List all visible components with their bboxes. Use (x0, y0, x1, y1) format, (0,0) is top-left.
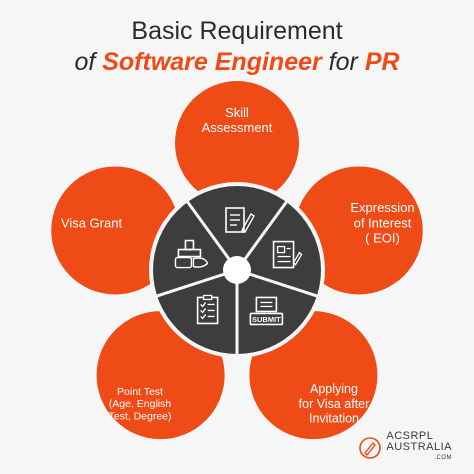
title: Basic Requirement of Software Engineer f… (0, 16, 474, 78)
form-document-icon (272, 240, 303, 269)
title-line-2: of Software Engineer for PR (0, 46, 474, 78)
step-label-line: Test, Degree) (108, 411, 171, 423)
checklist-icon (196, 294, 219, 325)
title-suffix: PR (364, 48, 400, 76)
petal-2 (294, 166, 423, 295)
step-label-line: ( EOI) (365, 231, 400, 246)
step-label-line: Skill (225, 105, 249, 120)
sector-divider (236, 268, 320, 299)
step-label-line: Point Test (117, 386, 163, 398)
pen-logo-icon (359, 436, 382, 459)
step-label-line: Assessment (202, 120, 273, 135)
brand-text: ACSRPL AUSTRALIA .COM (386, 431, 452, 464)
title-prefix: of (74, 48, 103, 76)
petal-5 (51, 166, 180, 295)
step-label-line: Invitation (309, 412, 359, 426)
step-label-line: for Visa after (299, 397, 370, 411)
step-label-line: (Age, English (109, 398, 172, 410)
step-label-line: Visa Grant (61, 215, 123, 230)
petal-1 (175, 81, 299, 205)
brand-name-line-1: ACSRPL (386, 430, 434, 442)
brand-logo: ACSRPL AUSTRALIA .COM (358, 431, 452, 464)
sector-divider (185, 199, 239, 271)
step-label-line: Expression (350, 200, 414, 215)
brand-name-line-2: AUSTRALIA (386, 441, 452, 453)
sector-divider (235, 199, 289, 271)
submit-form-icon: SUBMIT (249, 296, 284, 326)
hub-center (223, 256, 251, 284)
svg-text:SUBMIT: SUBMIT (252, 315, 281, 324)
document-pen-icon (225, 207, 255, 234)
step-label-line: Applying (310, 382, 358, 396)
sector-divider (154, 268, 238, 299)
stamp-icon (174, 239, 209, 269)
title-mid: for (321, 48, 365, 76)
step-label-5: Visa Grant (61, 215, 123, 230)
title-accent: Software Engineer (102, 48, 322, 76)
title-line-1: Basic Requirement (131, 17, 343, 45)
step-label-line: of Interest (354, 215, 412, 230)
brand-suffix: .COM (434, 455, 452, 461)
